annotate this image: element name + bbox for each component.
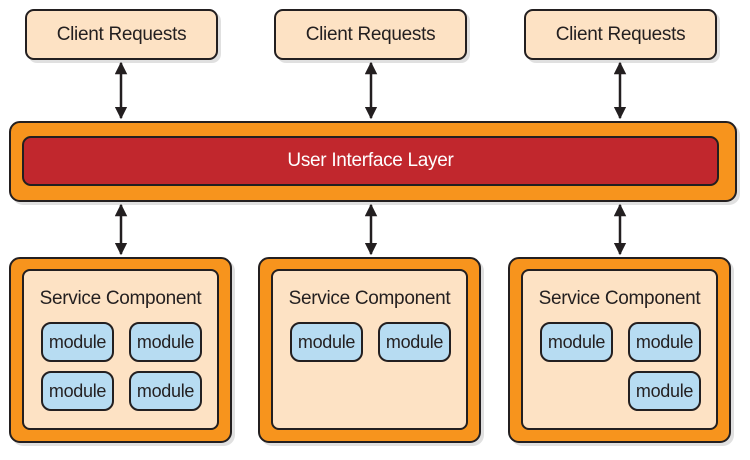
module-box: module <box>129 322 202 362</box>
service-component: Service Component module module module <box>521 269 718 430</box>
service-component: Service Component module module <box>271 269 468 430</box>
module-box: module <box>628 322 701 362</box>
service-component: Service Component module module module m… <box>22 269 219 430</box>
service-component-container: Service Component module module module m… <box>9 257 232 443</box>
user-interface-layer: User Interface Layer <box>22 136 719 186</box>
client-requests-box: Client Requests <box>274 9 467 60</box>
module-box: module <box>628 371 701 411</box>
service-component-title: Service Component <box>538 288 701 309</box>
module-box: module <box>540 322 613 362</box>
module-box: module <box>378 322 451 362</box>
module-box: module <box>41 322 114 362</box>
service-component-container: Service Component module module <box>258 257 481 443</box>
service-component-title: Service Component <box>39 288 202 309</box>
module-box: module <box>41 371 114 411</box>
client-requests-box: Client Requests <box>25 9 218 60</box>
client-requests-box: Client Requests <box>524 9 717 60</box>
module-box: module <box>290 322 363 362</box>
service-component-container: Service Component module module module <box>508 257 731 443</box>
service-component-title: Service Component <box>288 288 451 309</box>
module-box: module <box>129 371 202 411</box>
